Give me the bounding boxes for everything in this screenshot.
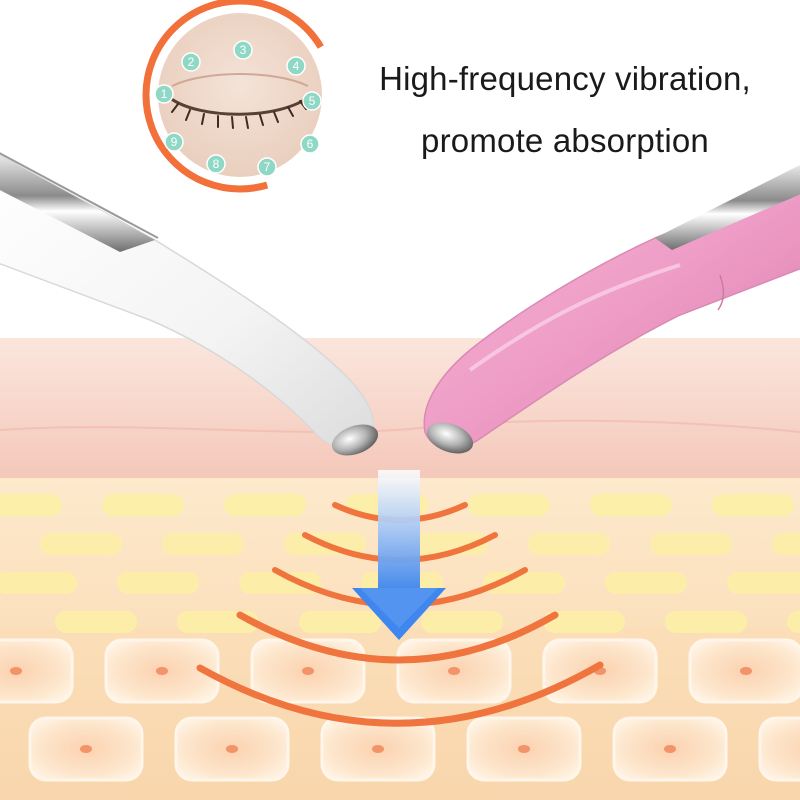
white-device-chrome-band <box>0 152 159 239</box>
eyelashes <box>171 100 307 129</box>
cell-nucleus <box>302 667 314 675</box>
fat-cell <box>117 572 199 594</box>
massage-point-dot <box>206 154 226 174</box>
eye-inset: 1 2 3 4 5 6 7 8 9 <box>142 0 338 193</box>
massage-point-dot <box>181 52 201 72</box>
cell-nucleus <box>372 745 384 753</box>
massage-point-dot <box>154 84 174 104</box>
fat-cell <box>55 611 137 633</box>
pink-device-highlight <box>468 263 681 372</box>
fat-cell <box>605 572 687 594</box>
cell-nucleus <box>740 667 752 675</box>
fat-cell <box>665 611 747 633</box>
fat-cell <box>772 533 800 555</box>
fat-cell <box>650 533 732 555</box>
fat-cell <box>528 533 610 555</box>
massage-point-dot <box>286 56 306 76</box>
massage-point-number: 1 <box>161 87 168 101</box>
cell-nucleus <box>226 745 238 753</box>
massage-point-dot <box>233 40 253 60</box>
fat-cell <box>468 494 550 516</box>
fat-cell <box>0 572 77 594</box>
cell-nucleus <box>448 667 460 675</box>
fat-cell <box>483 572 565 594</box>
cell-nucleus <box>518 745 530 753</box>
fat-cell <box>787 611 800 633</box>
caption-line-1: High-frequency vibration, <box>379 60 751 97</box>
pink-device-body <box>423 178 800 450</box>
massage-point-number: 6 <box>307 137 314 151</box>
cell-nucleus <box>80 745 92 753</box>
pink-eye-massager <box>423 165 800 454</box>
fat-cell <box>543 611 625 633</box>
massage-point-dot <box>164 132 184 152</box>
fat-cell <box>0 494 62 516</box>
absorption-arrow <box>352 470 446 640</box>
skin-wavy-line <box>0 419 800 433</box>
skin-surface-layer <box>0 338 800 478</box>
fat-cell <box>40 533 122 555</box>
massage-points: 1 2 3 4 5 6 7 8 9 <box>154 40 322 177</box>
fat-cell <box>712 494 794 516</box>
massage-point-number: 5 <box>309 94 316 108</box>
massage-point-number: 4 <box>293 59 300 73</box>
cell-nucleus <box>664 745 676 753</box>
fat-cell <box>727 572 800 594</box>
closed-eye-lid <box>169 94 311 116</box>
fat-cell <box>224 494 306 516</box>
eye-crease <box>171 73 309 87</box>
massage-point-number: 2 <box>188 55 195 69</box>
white-device-chrome-band <box>0 155 155 252</box>
fat-cell <box>590 494 672 516</box>
eye-inset-ring <box>142 0 338 193</box>
massage-point-dot <box>257 157 277 177</box>
massage-point-number: 8 <box>213 157 220 171</box>
fat-cell <box>421 611 503 633</box>
white-device-tip <box>331 424 379 456</box>
fat-cell <box>102 494 184 516</box>
pink-device-chrome-band <box>655 165 800 250</box>
massage-point-number: 7 <box>264 160 271 174</box>
tissue-cell <box>0 638 74 704</box>
massage-point-number: 9 <box>171 135 178 149</box>
cell-nucleus <box>156 667 168 675</box>
caption-line-2: promote absorption <box>421 122 709 159</box>
fat-cell <box>162 533 244 555</box>
white-eye-massager <box>0 152 379 456</box>
vibration-wave <box>196 661 604 727</box>
cell-nucleus <box>10 667 22 675</box>
fat-cell <box>299 611 381 633</box>
massage-point-dot <box>302 91 322 111</box>
skin-surface-highlight <box>0 338 800 346</box>
massage-point-dot <box>300 134 320 154</box>
massage-point-number: 3 <box>240 43 247 57</box>
vibration-wave <box>236 611 559 664</box>
pink-device-tip <box>426 422 474 454</box>
pink-device-seam <box>717 274 725 311</box>
fat-cell <box>239 572 321 594</box>
tissue-cell <box>758 716 800 782</box>
